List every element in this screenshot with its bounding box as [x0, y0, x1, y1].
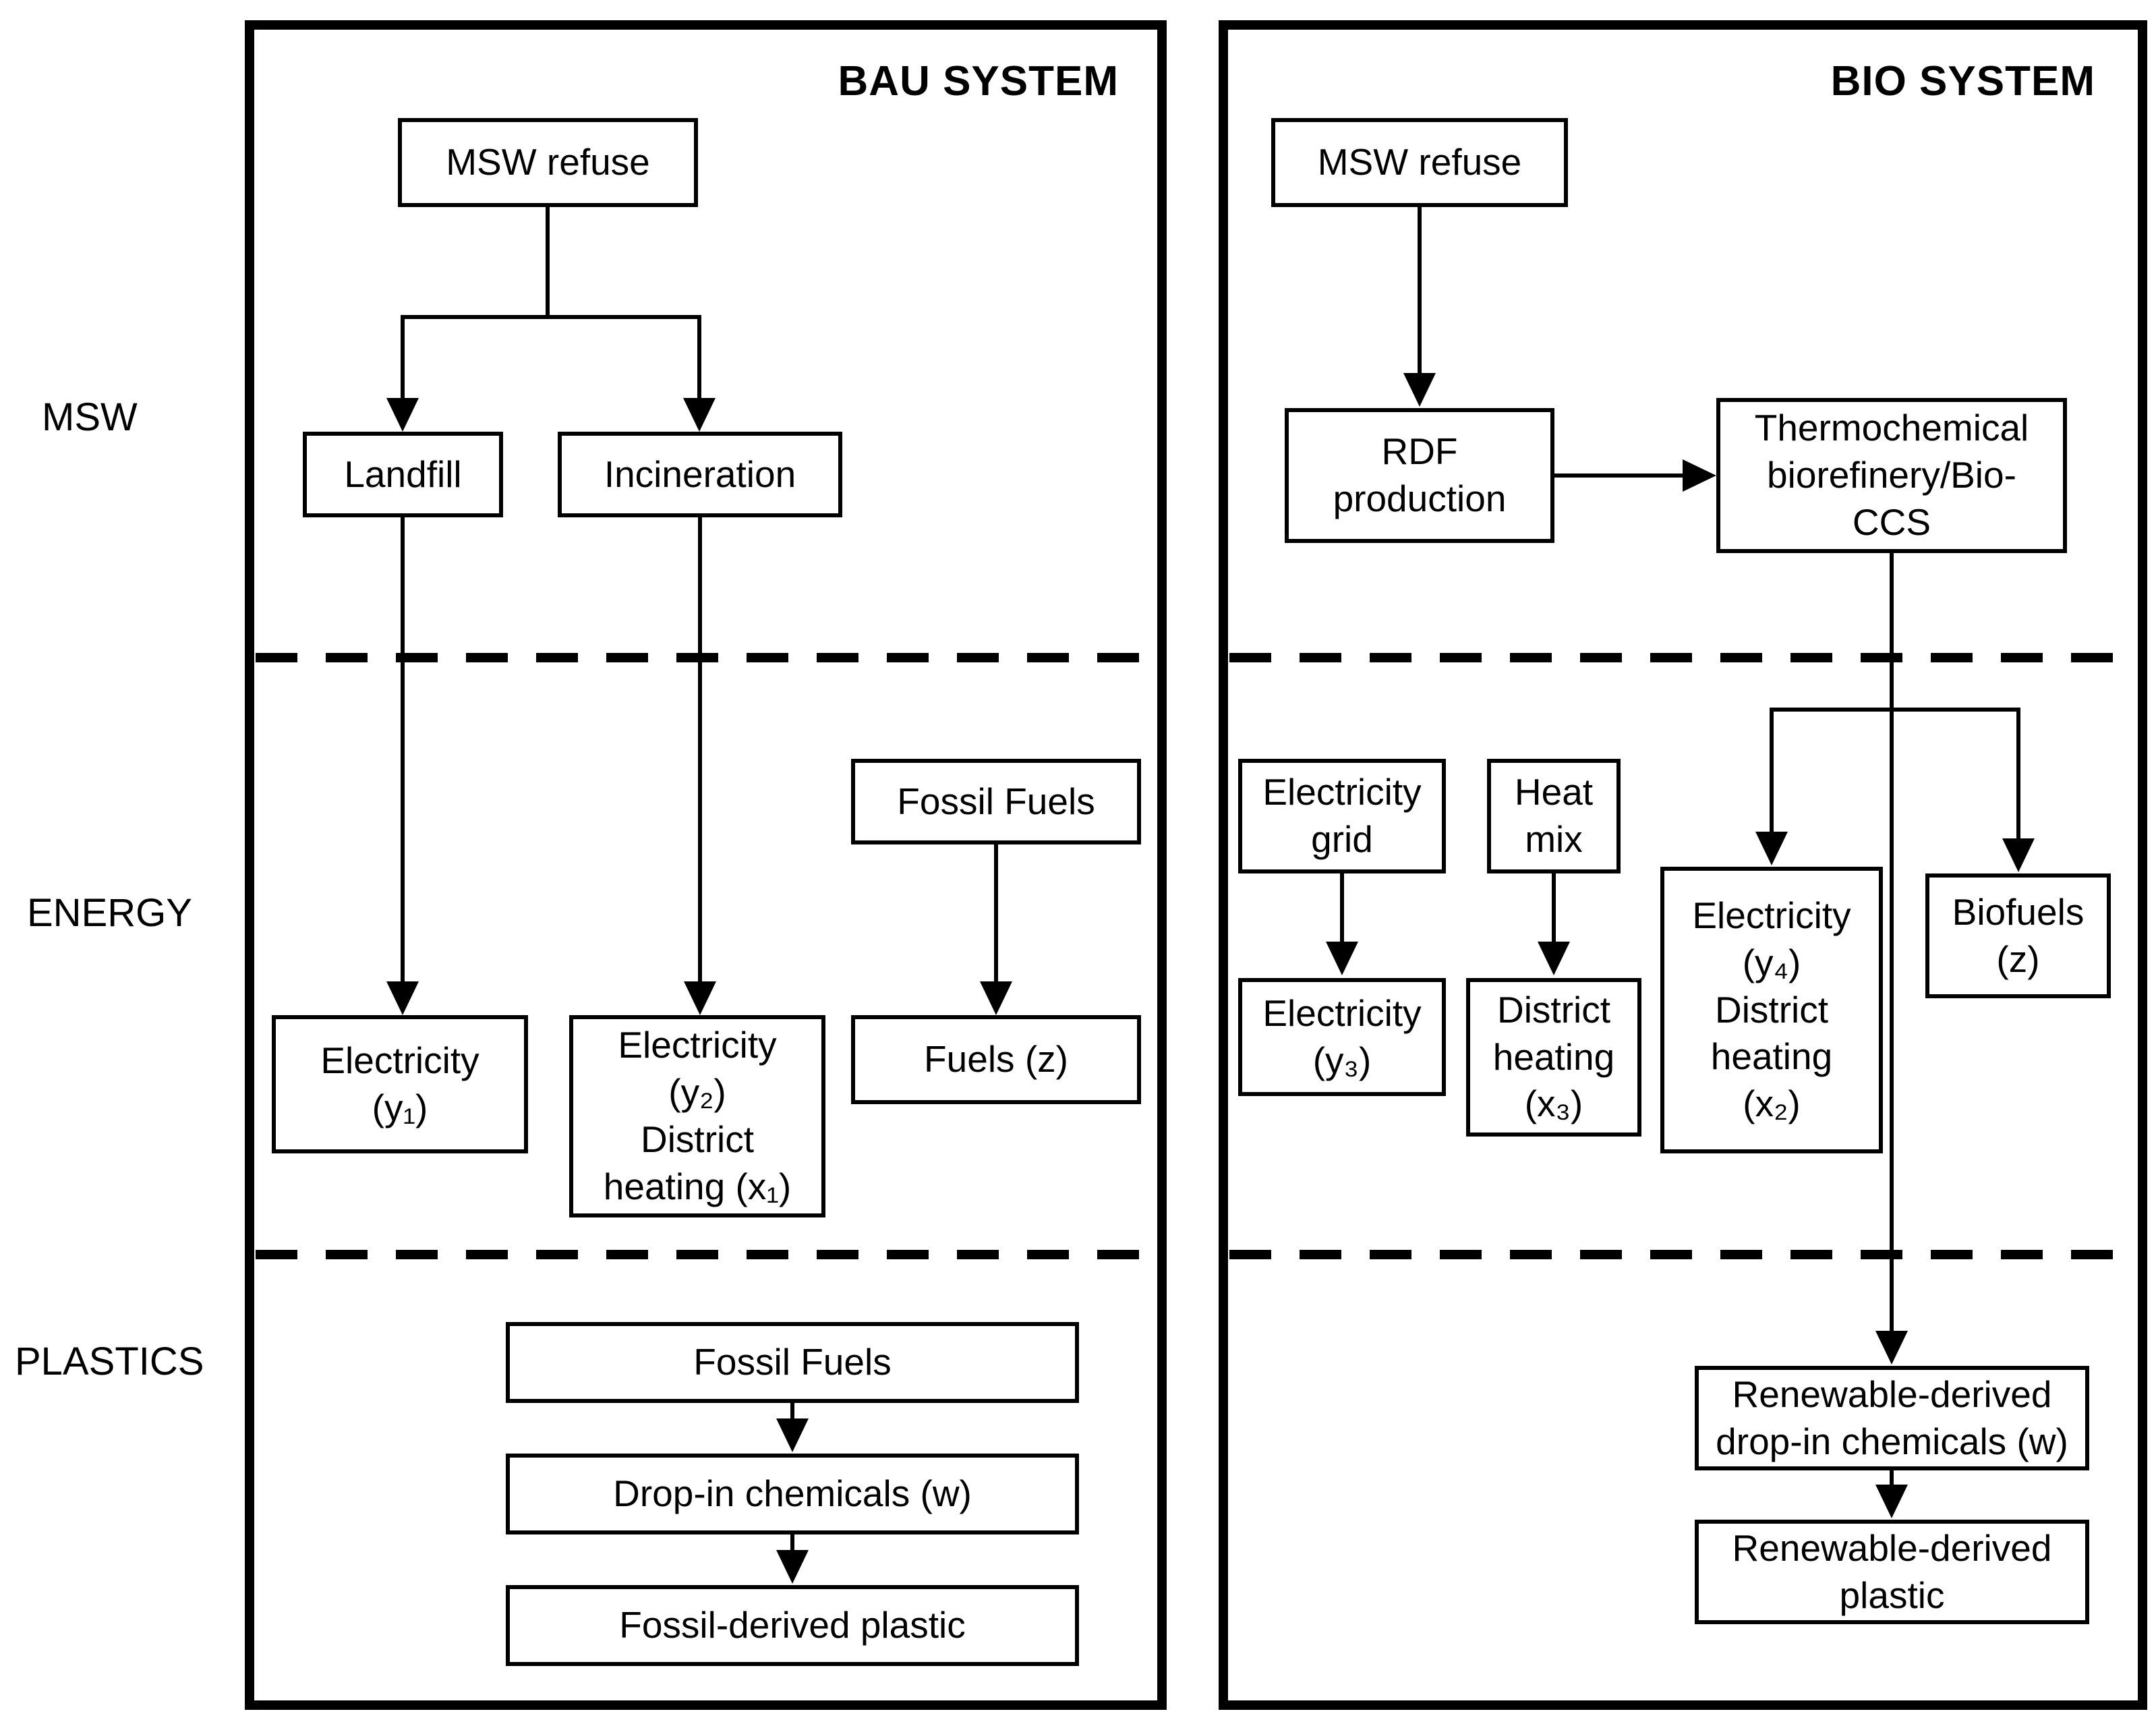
- bau-electricity-y1-box: Electricity (y₁): [272, 1015, 528, 1153]
- bio-renewable-chemicals-box: Renewable-derived drop-in chemicals (w): [1695, 1366, 2089, 1470]
- flow-line-grid-to-electricity-y3: [1340, 873, 1344, 943]
- bio-thermochemical-box: Thermochemical biorefinery/Bio- CCS: [1716, 398, 2067, 553]
- bau-fossil-derived-plastic-box: Fossil-derived plastic: [506, 1585, 1079, 1666]
- flow-line-bio-mswrefuse-to-rdf: [1418, 206, 1422, 376]
- bau-panel: [245, 20, 1167, 1710]
- bio-energy-plastics-separator: [1229, 1250, 2138, 1259]
- arrowhead-into-electricity-y3: [1326, 942, 1358, 975]
- bio-msw-energy-separator: [1229, 653, 2138, 662]
- flow-line-bau-mswrefuse-down: [546, 206, 550, 319]
- bio-electricity-y3-box: Electricity (y₃): [1238, 978, 1446, 1096]
- arrowhead-into-biofuels: [2002, 838, 2035, 872]
- bau-fuels-z-box: Fuels (z): [851, 1015, 1141, 1104]
- arrowhead-into-district-heating-x3: [1538, 942, 1570, 975]
- flow-line-landfill-to-electricity-y1: [401, 516, 405, 984]
- bau-panel-title: BAU SYSTEM: [838, 58, 1119, 105]
- arrowhead-into-renewable-chemicals: [1875, 1331, 1908, 1365]
- flow-line-bau-split-horizontal: [401, 315, 701, 319]
- row-label-msw: MSW: [42, 395, 138, 439]
- flow-line-renewchem-to-renewplastic: [1890, 1470, 1894, 1487]
- arrowhead-into-electricity-y2: [684, 981, 716, 1015]
- flow-line-fossilfuels-to-dropin: [790, 1403, 794, 1423]
- bio-district-heating-x3-box: District heating (x₃): [1466, 978, 1641, 1137]
- bio-renewable-plastic-box: Renewable-derived plastic: [1695, 1520, 2089, 1624]
- bau-incineration-box: Incineration: [558, 432, 842, 517]
- flow-line-bau-to-landfill: [401, 315, 405, 401]
- bau-electricity-y2-box: Electricity (y₂) District heating (x₁): [569, 1015, 825, 1217]
- bio-electricity-grid-box: Electricity grid: [1238, 759, 1446, 873]
- arrowhead-into-rdf-production: [1403, 373, 1436, 407]
- arrowhead-into-electricity-y1: [386, 981, 419, 1015]
- bio-panel-title: BIO SYSTEM: [1830, 58, 2095, 105]
- arrowhead-into-incineration: [683, 398, 716, 432]
- flow-line-branch-to-electricity-y4: [1770, 708, 1774, 833]
- flow-line-dropin-to-plastic: [790, 1534, 794, 1554]
- flow-line-bau-to-incineration: [697, 315, 701, 401]
- arrowhead-into-fuels-z: [980, 981, 1012, 1015]
- flow-line-fossilfuels-to-fuels-z: [994, 843, 998, 984]
- bio-electricity-y4-box: Electricity (y₄) District heating (x₂): [1660, 867, 1883, 1153]
- bau-landfill-box: Landfill: [303, 432, 503, 517]
- flow-line-incineration-to-electricity-y2: [698, 516, 702, 984]
- flow-line-heatmix-to-district-x3: [1552, 873, 1556, 943]
- row-label-energy: ENERGY: [27, 891, 192, 935]
- arrowhead-into-thermochemical: [1683, 459, 1716, 492]
- bio-rdf-production-box: RDF production: [1285, 408, 1554, 543]
- bio-heat-mix-box: Heat mix: [1487, 759, 1621, 873]
- flow-line-rdf-to-thermochemical: [1554, 473, 1686, 478]
- bau-fossil-fuels-energy-box: Fossil Fuels: [851, 759, 1141, 844]
- bau-msw-refuse-box: MSW refuse: [398, 118, 698, 207]
- bio-msw-refuse-box: MSW refuse: [1271, 118, 1568, 207]
- bau-fossil-fuels-plastics-box: Fossil Fuels: [506, 1322, 1079, 1403]
- flow-line-branch-to-biofuels: [2016, 708, 2020, 840]
- arrowhead-into-electricity-y4: [1755, 832, 1788, 865]
- arrowhead-into-fossil-plastic: [776, 1550, 809, 1584]
- arrowhead-into-renewable-plastic: [1875, 1485, 1908, 1518]
- row-label-plastics: PLASTICS: [15, 1340, 204, 1383]
- arrowhead-into-landfill: [386, 398, 419, 432]
- bau-drop-in-chemicals-box: Drop-in chemicals (w): [506, 1454, 1079, 1534]
- bio-biofuels-z-box: Biofuels (z): [1925, 873, 2111, 998]
- flow-line-thermochemical-main-down: [1890, 553, 1894, 1332]
- flow-line-bio-branch-horizontal: [1770, 708, 2020, 712]
- arrowhead-into-dropin-chemicals: [776, 1418, 809, 1452]
- bau-msw-energy-separator: [256, 653, 1157, 662]
- bau-energy-plastics-separator: [256, 1250, 1157, 1259]
